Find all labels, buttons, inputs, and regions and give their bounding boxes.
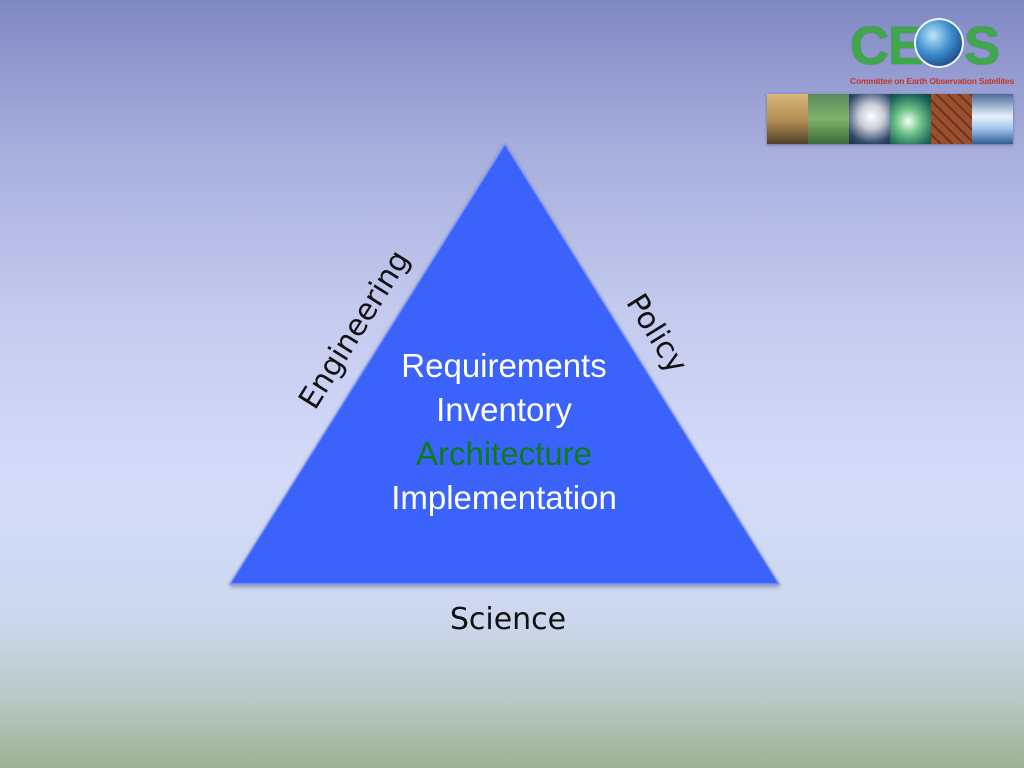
storm-photo bbox=[849, 94, 890, 144]
wave-photo bbox=[890, 94, 931, 144]
edge-label-science: Science bbox=[449, 602, 567, 637]
globe-icon bbox=[914, 18, 964, 68]
triangle-shape bbox=[228, 142, 781, 585]
ceos-logo: CEOS Committee on Earth Observation Sate… bbox=[846, 14, 1014, 90]
center-item-implementation: Implementation bbox=[391, 479, 617, 516]
center-item-requirements: Requirements bbox=[401, 347, 607, 384]
triangle-center-list: Requirements Inventory Architecture Impl… bbox=[354, 344, 654, 520]
center-item-inventory: Inventory bbox=[436, 391, 572, 428]
city-photo bbox=[767, 94, 808, 144]
photo-strip bbox=[767, 94, 1013, 144]
logo-subtitle: Committee on Earth Observation Satellite… bbox=[850, 76, 1015, 86]
desert-photo bbox=[931, 94, 972, 144]
center-item-architecture: Architecture bbox=[415, 435, 593, 472]
field-photo bbox=[808, 94, 849, 144]
glacier-photo bbox=[972, 94, 1013, 144]
